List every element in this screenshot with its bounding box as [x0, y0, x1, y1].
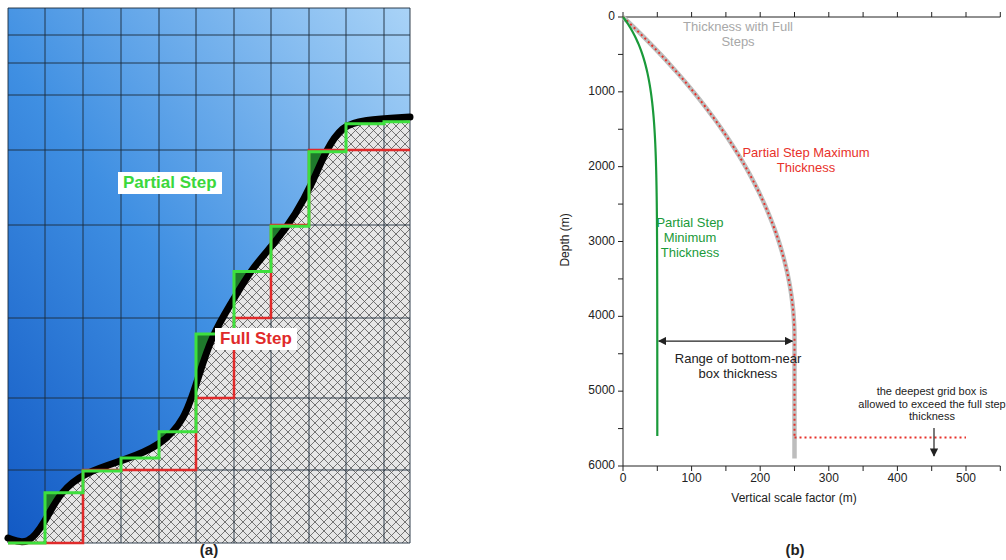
grid-line: [8, 63, 410, 64]
axis-tick: [623, 12, 624, 17]
tick-label: 300: [809, 472, 849, 486]
axis-tick: [618, 316, 623, 317]
curve-label: Thickness with Full Steps: [678, 20, 798, 50]
grid-line: [8, 95, 410, 96]
grid-line: [8, 35, 410, 36]
axis-tick: [931, 12, 932, 17]
axis-tick: [618, 278, 623, 279]
axis-tick: [966, 12, 967, 17]
range-arrow: [659, 340, 793, 341]
axis-tick: [691, 466, 692, 471]
axis-tick: [828, 12, 829, 17]
axis-tick: [618, 17, 623, 18]
axis-tick: [725, 466, 726, 471]
axis-tick: [725, 12, 726, 17]
axis-line: [623, 466, 1000, 467]
axis-tick: [618, 466, 623, 467]
tick-label: 5000: [575, 384, 615, 398]
panel-label: (a): [189, 541, 229, 558]
axis-tick: [618, 166, 623, 167]
axis-tick: [1000, 466, 1001, 471]
axis-tick: [794, 466, 795, 471]
grid-line: [410, 8, 411, 543]
grid-line: [8, 8, 9, 543]
axis-tick: [863, 12, 864, 17]
axis-title: Depth (m): [559, 190, 573, 290]
axis-tick: [618, 54, 623, 55]
grid-line: [346, 8, 347, 543]
step-label: Partial Step: [123, 173, 217, 193]
tick-label: 4000: [575, 309, 615, 323]
axis-tick: [618, 129, 623, 130]
axis-tick: [897, 12, 898, 17]
grid-line: [309, 8, 310, 543]
grid-line: [159, 8, 160, 543]
axis-tick: [618, 428, 623, 429]
axis-tick: [618, 241, 623, 242]
axis-line: [623, 17, 1000, 18]
tick-label: 0: [575, 10, 615, 24]
full-step-curve: [623, 17, 795, 459]
ocean-ground: [8, 8, 410, 543]
curve-label: Partial Step Minimum Thickness: [649, 216, 731, 261]
axis-tick: [828, 466, 829, 471]
axis-tick: [1000, 12, 1001, 17]
grid-line: [8, 225, 410, 226]
grid-illustration: [8, 8, 410, 543]
pointer-arrow: [933, 428, 934, 456]
axis-tick: [657, 12, 658, 17]
tick-label: 3000: [575, 235, 615, 249]
panel-label: (b): [775, 541, 815, 558]
axis-tick: [618, 204, 623, 205]
tick-label: 400: [877, 472, 917, 486]
axis-tick: [931, 466, 932, 471]
axis-tick: [794, 12, 795, 17]
grid-line: [8, 470, 410, 471]
axis-tick: [618, 353, 623, 354]
range-label: Range of bottom-near box thickness: [673, 352, 803, 382]
axis-tick: [760, 12, 761, 17]
axis-tick: [897, 466, 898, 471]
grid-line: [384, 8, 385, 543]
full-step-box: Full Step: [215, 328, 297, 350]
axis-tick: [657, 466, 658, 471]
axis-tick: [760, 466, 761, 471]
step-label: Full Step: [220, 329, 292, 349]
seabed-hatch: [8, 117, 410, 543]
tick-label: 6000: [575, 459, 615, 473]
tick-label: 100: [672, 472, 712, 486]
axis-tick: [618, 391, 623, 392]
curve-label: Partial Step Maximum Thickness: [736, 146, 876, 176]
axis-tick: [623, 466, 624, 471]
tick-label: 200: [740, 472, 780, 486]
bathymetry-curve: [8, 117, 410, 542]
grid-line: [45, 8, 46, 543]
deepest-box-line: [795, 437, 967, 439]
axis-tick: [966, 466, 967, 471]
full-step-line: [8, 150, 410, 543]
partial-step-line: [8, 122, 410, 543]
partial-step-box: Partial Step: [118, 172, 222, 194]
axis-tick: [863, 466, 864, 471]
grid-line: [8, 8, 410, 9]
axis-tick: [618, 91, 623, 92]
grid-line: [83, 8, 84, 543]
note-label: the deepest grid box is allowed to excee…: [857, 385, 1006, 423]
axis-tick: [691, 12, 692, 17]
tick-label: 1000: [575, 85, 615, 99]
tick-label: 500: [946, 472, 986, 486]
tick-label: 0: [603, 472, 643, 486]
tick-label: 2000: [575, 160, 615, 174]
partial-min-curve: [623, 17, 657, 436]
grid-line: [8, 318, 410, 319]
axis-title: Vertical scale factor (m): [694, 492, 894, 506]
